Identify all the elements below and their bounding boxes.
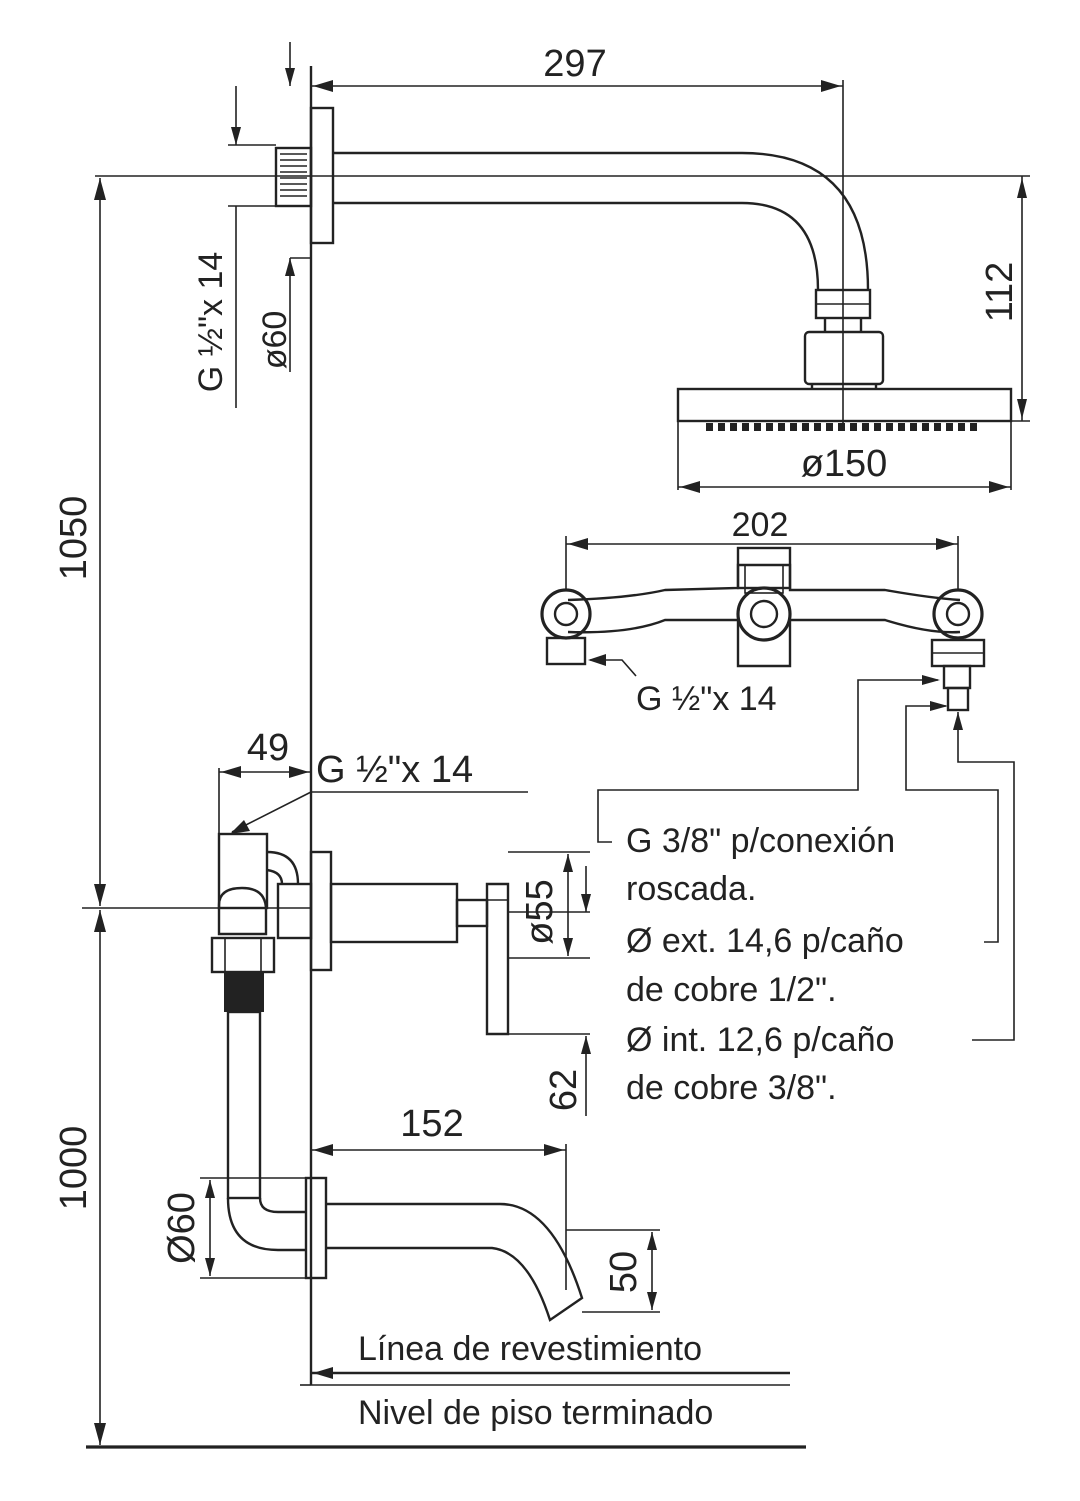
spout-supply-pipe: [226, 1010, 262, 1200]
valve-body-block: [217, 832, 269, 910]
leader-notes: [597, 675, 1015, 1041]
dim-spout-60: [200, 1177, 306, 1279]
valve-handle: [485, 882, 510, 1036]
dim-label-297: 297: [543, 43, 606, 85]
valve-stem-body: [329, 882, 459, 944]
nozzle: [898, 423, 905, 431]
valve-threaded-nipple: [224, 972, 264, 1012]
nozzle: [826, 423, 833, 431]
dim-112: [95, 175, 1030, 422]
leader-valve-thread: [230, 791, 528, 834]
label-cladding-line: Línea de revestimiento: [358, 1330, 702, 1368]
connection-notes: G 3/8" p/conexión roscada. Ø ext. 14,6 p…: [626, 822, 904, 1107]
note-line-1: G 3/8" p/conexión: [626, 822, 895, 860]
dim-label-1050: 1050: [53, 496, 95, 581]
dim-label-arm-60: ø60: [256, 311, 294, 370]
dim-label-152: 152: [400, 1103, 463, 1145]
nozzle: [946, 423, 953, 431]
head-neck: [810, 318, 878, 389]
dim-55: [508, 851, 591, 959]
label-valve-thread: G ½"x 14: [316, 749, 473, 791]
note-line-4: de cobre 1/2".: [626, 971, 837, 1009]
nozzle: [778, 423, 785, 431]
dim-152: [311, 1144, 567, 1290]
dim-1050: [82, 178, 311, 909]
nozzle: [802, 423, 809, 431]
mixer-left-inlet: [540, 588, 592, 640]
dim-label-50: 50: [603, 1251, 645, 1293]
spout-assembly: [226, 1176, 584, 1322]
valve-elbow: [266, 850, 300, 885]
nozzle: [766, 423, 773, 431]
dim-50: [566, 1229, 660, 1313]
nozzle: [934, 423, 941, 431]
shower-head-plate: [676, 387, 1013, 423]
nozzle: [850, 423, 857, 431]
mixer-right-tail: [946, 686, 970, 712]
valve-hub: [455, 898, 489, 928]
nozzle: [742, 423, 749, 431]
spout-body: [326, 1202, 584, 1322]
nozzle: [730, 423, 737, 431]
nozzle: [862, 423, 869, 431]
valve-side-bulge: [217, 886, 268, 936]
label-mixer-thread: G ½"x 14: [636, 680, 777, 718]
dim-label-55: ø55: [519, 879, 561, 944]
mixer-left-nipple: [545, 636, 587, 666]
shower-arm-pipe: [333, 151, 870, 291]
valve-inlet-block: [276, 882, 313, 940]
dim-49: [218, 766, 311, 834]
spout-supply-bend: [226, 1197, 306, 1252]
nozzle: [970, 423, 977, 431]
mixer-right-inlet: [932, 588, 984, 640]
valve-wall-flange: [309, 850, 333, 972]
dim-arm-offset: [228, 42, 311, 408]
dim-label-112: 112: [979, 262, 1021, 323]
nozzle: [922, 423, 929, 431]
shower-head-nozzles: [706, 423, 977, 431]
nozzle: [718, 423, 725, 431]
label-arm-thread: G ½"x 14: [192, 252, 230, 393]
dim-label-49: 49: [247, 727, 289, 769]
dim-label-spout-60: Ø60: [161, 1192, 203, 1264]
label-finished-floor: Nivel de piso terminado: [358, 1394, 713, 1432]
mixer-center-outlet: [736, 586, 792, 642]
mixer-right-nipple: [942, 664, 972, 690]
leader-cladding: [313, 1367, 333, 1379]
mixer-body: [540, 546, 986, 712]
nozzle: [886, 423, 893, 431]
note-line-3: Ø ext. 14,6 p/caño: [626, 922, 904, 960]
nozzle: [814, 423, 821, 431]
mixer-body-outline: [567, 563, 961, 668]
dim-1000: [94, 910, 106, 1445]
arm-thread-hatching: [280, 153, 307, 197]
nozzle: [874, 423, 881, 431]
nozzle: [790, 423, 797, 431]
dim-202: [565, 536, 959, 590]
spout-wall-flange: [304, 1176, 328, 1280]
arm-thread-fitting: [274, 146, 313, 208]
dim-label-head-150: ø150: [801, 443, 888, 485]
shower-arm-assembly: [274, 106, 1013, 431]
note-line-6: de cobre 3/8".: [626, 1069, 837, 1107]
valve-lower-nut: [210, 936, 276, 974]
nozzle: [754, 423, 761, 431]
dim-62: [508, 1033, 591, 1116]
dim-label-1000: 1000: [53, 1126, 95, 1211]
nozzle: [838, 423, 845, 431]
leader-mixer-thread: [588, 654, 637, 677]
head-joint: [803, 330, 885, 386]
nozzle: [958, 423, 965, 431]
nozzle: [910, 423, 917, 431]
dim-head-150: [677, 421, 1012, 493]
note-line-2: roscada.: [626, 870, 756, 908]
dim-label-62: 62: [543, 1069, 585, 1111]
dim-top-297: [311, 80, 844, 425]
note-line-5: Ø int. 12,6 p/caño: [626, 1021, 894, 1059]
nozzle: [706, 423, 713, 431]
dim-label-202: 202: [732, 506, 789, 544]
